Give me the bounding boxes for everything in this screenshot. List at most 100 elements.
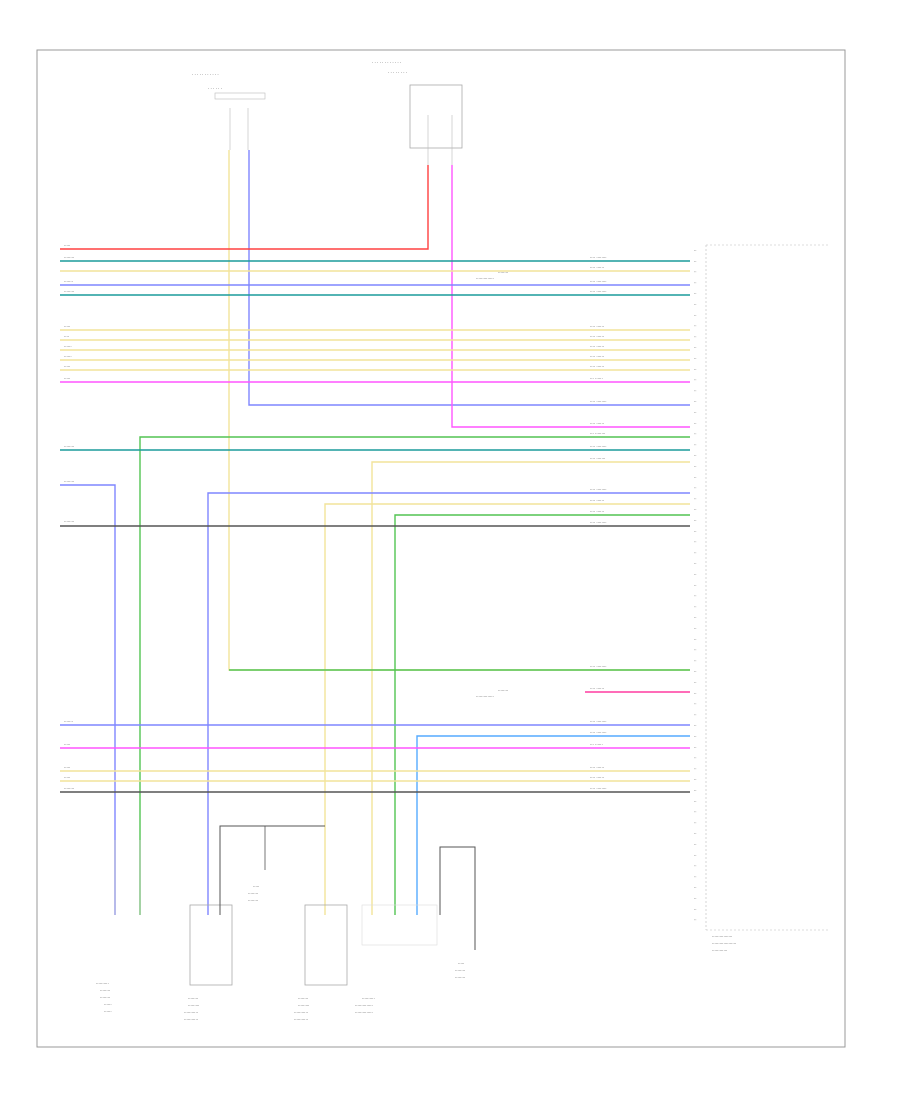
svg-text:···· ········: ···· ········ (590, 786, 607, 791)
svg-text:···· ········: ···· ········ (590, 719, 607, 724)
svg-text:··· ········: ··· ········ (590, 431, 605, 436)
bottom-connector-4: ·········· ·············· ·············· (355, 904, 438, 1015)
svg-text:·····: ····· (64, 243, 70, 248)
svg-text:···· ········: ···· ········ (590, 255, 607, 260)
svg-text:·····: ····· (64, 364, 70, 369)
svg-text:· · · · · · · ·: · · · · · · · · (388, 70, 407, 75)
svg-text:········: ········ (64, 255, 74, 260)
svg-text:· · · · · · · · · · ·: · · · · · · · · · · · (192, 72, 219, 77)
module-pin-tick: ·· (694, 378, 697, 383)
svg-text:···· ······: ···· ······ (590, 344, 604, 349)
svg-text:·····: ····· (458, 961, 464, 966)
svg-text:·········: ········· (298, 1003, 309, 1008)
module-pin-tick: ·· (694, 572, 697, 577)
module-pin-tick: ·· (694, 594, 697, 599)
bottom-connector-5: ····· ········ ········ (439, 846, 476, 980)
svg-text:···· ········: ···· ········ (590, 520, 607, 525)
module-pin-tick: ·· (694, 291, 697, 296)
module-pin-tick: ·· (694, 453, 697, 458)
module-pin-tick: ·· (694, 669, 697, 674)
svg-text:··············: ·············· (476, 276, 494, 281)
svg-text:········: ········ (248, 898, 258, 903)
svg-text:········: ········ (64, 444, 74, 449)
module-pin-tick: ·· (694, 367, 697, 372)
svg-text:···················: ··················· (712, 941, 736, 946)
module-pin-tick: ·· (694, 766, 697, 771)
module-pin-tick: ·· (694, 745, 697, 750)
module-pin-tick: ·· (694, 583, 697, 588)
bottom-connector-1: ·········· ········ ········ ······ ····… (96, 840, 141, 1014)
svg-text:················: ················ (712, 934, 732, 939)
wire-blue-branch-1 (60, 484, 116, 915)
wire-yellow-branch-2 (324, 503, 690, 915)
module-pin-tick: ·· (694, 864, 697, 869)
module-pin-tick: ·· (694, 691, 697, 696)
wire-blue-top (248, 150, 690, 406)
svg-text:······: ······ (104, 1009, 112, 1014)
svg-text:····: ···· (64, 334, 69, 339)
module-pin-tick: ·· (694, 820, 697, 825)
svg-text:········: ········ (188, 996, 198, 1001)
module-pin-tick: ·· (694, 345, 697, 350)
svg-text:··············: ·············· (476, 694, 494, 699)
svg-text:········: ········ (455, 968, 465, 973)
top-connector-2: · · · · · · · · · · · · · · · · · · · · (372, 60, 463, 165)
module-pin-tick: ·· (694, 810, 697, 815)
module-pin-tick: ·· (694, 410, 697, 415)
svg-text:·······: ······· (64, 719, 73, 724)
svg-text:···· ········: ···· ········ (590, 664, 607, 669)
module-pin-tick: ·· (694, 496, 697, 501)
svg-text:········: ········ (455, 975, 465, 980)
wire-blue-branch-2 (207, 492, 690, 915)
svg-text:·····: ····· (64, 765, 70, 770)
svg-text:···· ······: ···· ······ (590, 354, 604, 359)
svg-text:·······: ······· (64, 279, 73, 284)
module-pin-tick: ·· (694, 723, 697, 728)
svg-text:···········: ··········· (184, 1010, 198, 1015)
svg-text:········: ········ (64, 289, 74, 294)
wire-yellow-top-left (228, 150, 690, 671)
module-pin-tick: ·· (694, 475, 697, 480)
module-pin-tick: ·· (694, 550, 697, 555)
svg-text:···········: ··········· (294, 1010, 308, 1015)
module-pin-tick: ·· (694, 756, 697, 761)
module-pin-tick: ·· (694, 259, 697, 264)
svg-text:···· ······: ···· ······ (590, 509, 604, 514)
svg-text:··· ······: ··· ······ (590, 742, 603, 747)
main-module: ················ ··················· ···… (705, 244, 828, 953)
module-pin-tick: ·· (694, 874, 697, 879)
module-pin-tick: ·· (694, 896, 697, 901)
module-pin-tick: ·· (694, 464, 697, 469)
svg-text:···· ······: ···· ······ (590, 334, 604, 339)
module-pin-tick: ·· (694, 680, 697, 685)
svg-text:···· ········: ···· ········ (590, 487, 607, 492)
svg-text:···········: ··········· (184, 1017, 198, 1022)
svg-text:········: ········ (498, 270, 508, 275)
svg-text:·····: ····· (64, 775, 70, 780)
module-pin-tick: ·· (694, 518, 697, 523)
module-pin-tick: ·· (694, 734, 697, 739)
module-pin-tick: ·· (694, 788, 697, 793)
svg-text:···· ········: ···· ········ (590, 730, 607, 735)
module-pin-tick: ·· (694, 831, 697, 836)
svg-text:··············: ·············· (355, 1003, 373, 1008)
module-pin-tick: ·· (694, 270, 697, 275)
svg-text:···· ······: ···· ······ (590, 421, 604, 426)
top-connector-1: · · · · · · · · · · · · · · · · · (192, 72, 266, 150)
module-pin-tick: ·· (694, 702, 697, 707)
svg-text:··· ······: ··· ······ (590, 376, 603, 381)
svg-text:······: ······ (64, 344, 72, 349)
right-wire-labels: ···· ········ ···· ······ ···· ········ … (476, 255, 607, 791)
svg-text:···· ·······: ···· ······· (590, 456, 605, 461)
svg-text:·····: ····· (64, 742, 70, 747)
module-pin-tick: ·· (694, 529, 697, 534)
module-pin-tick: ·· (694, 712, 697, 717)
module-pin-tick: ·· (694, 302, 697, 307)
bottom-connector-2: ········ ········· ··········· ·········… (184, 904, 233, 1022)
wire-green-branch (139, 436, 690, 915)
module-pin-tick: ·· (694, 334, 697, 339)
left-wire-labels: ····· ········ ······· ········ ····· ··… (64, 243, 74, 791)
bottom-connector-3: ····· ········ ········ ········ ·······… (219, 825, 348, 1022)
svg-text:···· ······: ···· ······ (590, 364, 604, 369)
